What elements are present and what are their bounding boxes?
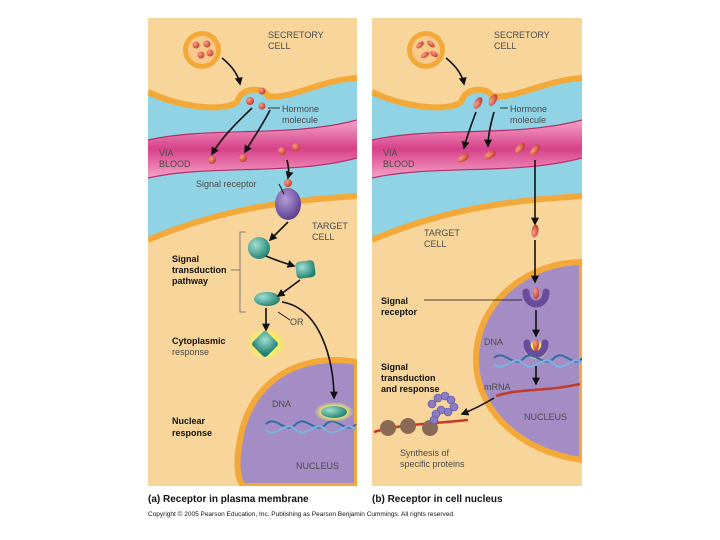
svg-text:BLOOD: BLOOD <box>159 159 191 169</box>
hormone-molecule-icon <box>473 97 483 109</box>
svg-text:specific proteins: specific proteins <box>400 459 465 469</box>
target-cell-label: TARGET <box>312 221 348 231</box>
relay-protein-icon <box>295 260 316 279</box>
ribosome-icon <box>380 418 438 436</box>
nuclear-response-label: Nuclear <box>172 416 206 426</box>
caption-a: (a) Receptor in plasma membrane <box>148 494 309 505</box>
or-label: OR <box>290 317 304 327</box>
pathway-bracket <box>239 231 246 313</box>
svg-text:CELL: CELL <box>424 239 447 249</box>
dna-helix-icon <box>493 354 582 368</box>
panel-a <box>148 18 357 486</box>
hormone-molecule-label: Hormone <box>282 104 319 114</box>
svg-text:BLOOD: BLOOD <box>383 159 415 169</box>
hormone-molecule-icon <box>246 97 254 105</box>
activated-protein-icon <box>321 406 347 418</box>
target-cell-membrane <box>372 193 582 243</box>
svg-text:response: response <box>172 428 212 438</box>
signal-receptor-icon <box>275 188 301 220</box>
via-blood-label: VIA <box>383 148 398 158</box>
signal-transduction-response-label: Signal <box>381 362 408 372</box>
relay-protein-icon <box>248 237 270 259</box>
dna-label: DNA <box>272 399 291 409</box>
blood-vessel <box>372 120 582 178</box>
svg-text:CELL: CELL <box>494 41 517 51</box>
dna-label: DNA <box>484 337 503 347</box>
signal-transduction-pathway-label: Signal <box>172 254 199 264</box>
mrna-strand-icon <box>495 382 581 398</box>
caption-b: (b) Receptor in cell nucleus <box>372 494 503 505</box>
copyright-notice: Copyright © 2005 Pearson Education, Inc.… <box>148 510 455 518</box>
blood-vessel <box>148 120 357 178</box>
signal-receptor-label: Signal receptor <box>196 179 257 189</box>
svg-text:response: response <box>172 347 209 357</box>
nucleus-label: NUCLEUS <box>296 461 339 471</box>
synthesis-label: Synthesis of <box>400 448 450 458</box>
svg-text:receptor: receptor <box>381 307 418 317</box>
svg-text:transduction: transduction <box>172 265 227 275</box>
target-cell-label: TARGET <box>424 228 460 238</box>
svg-text:CELL: CELL <box>312 232 335 242</box>
cytoplasmic-response-label: Cytoplasmic <box>172 336 226 346</box>
hormone-molecule-label: Hormone <box>510 104 547 114</box>
arrows <box>445 57 540 416</box>
svg-text:CELL: CELL <box>268 41 291 51</box>
relay-protein-icon <box>254 292 280 306</box>
panel-b <box>372 18 582 486</box>
svg-text:transduction: transduction <box>381 373 436 383</box>
activated-protein-icon <box>252 331 278 357</box>
svg-text:pathway: pathway <box>172 276 208 286</box>
protein-chain-icon <box>427 391 459 425</box>
via-blood-label: VIA <box>159 148 174 158</box>
svg-text:molecule: molecule <box>510 115 546 125</box>
secretory-cell-label: SECRETORY <box>494 30 550 40</box>
arrows <box>211 57 338 400</box>
nucleus-label: NUCLEUS <box>524 412 567 422</box>
svg-text:molecule: molecule <box>282 115 318 125</box>
signal-receptor-icon <box>522 288 550 308</box>
signal-receptor-label: Signal <box>381 296 408 306</box>
nucleus <box>472 258 582 464</box>
secretory-cell-membrane <box>148 75 357 111</box>
mrna-label: mRNA <box>484 382 511 392</box>
secretory-cell-label: SECRETORY <box>268 30 324 40</box>
svg-text:and response: and response <box>381 384 440 394</box>
dna-helix-icon <box>265 420 357 434</box>
target-cell-membrane <box>148 193 357 243</box>
secretory-cell-membrane <box>372 75 582 111</box>
